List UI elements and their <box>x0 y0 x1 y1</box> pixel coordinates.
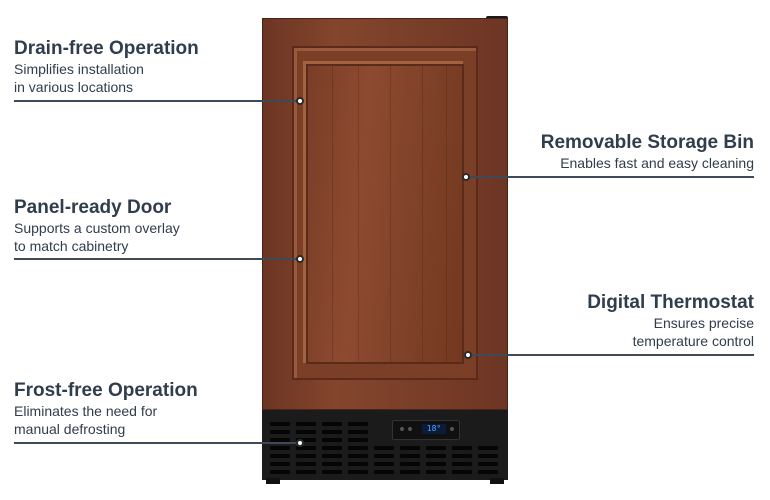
vent-slot <box>452 446 472 450</box>
thermostat-display: 18° <box>422 424 446 434</box>
feature-title: Frost-free Operation <box>14 380 198 401</box>
vent-slot <box>348 422 368 426</box>
vent-slot <box>426 454 446 458</box>
vent-slot <box>452 462 472 466</box>
vent-slot <box>270 438 290 442</box>
callout-line <box>466 354 754 356</box>
callout-dot <box>296 439 304 447</box>
vent-slot <box>348 430 368 434</box>
vent-slot <box>400 454 420 458</box>
wood-grain <box>446 66 447 362</box>
vent-slot <box>348 438 368 442</box>
vent-slot <box>478 462 498 466</box>
vent-slot <box>296 470 316 474</box>
vent-slot <box>270 470 290 474</box>
callout-dot <box>462 173 470 181</box>
callout-dot <box>296 255 304 263</box>
wood-grain <box>422 66 423 362</box>
feature-description: Enables fast and easy cleaning <box>541 154 754 172</box>
feature-description-line: Simplifies installation <box>14 61 144 77</box>
control-button <box>450 427 454 431</box>
vent-slot <box>348 462 368 466</box>
feature-description: Ensures precise temperature control <box>587 314 754 350</box>
vent-slot <box>374 462 394 466</box>
vent-slot <box>322 430 342 434</box>
vent-slot <box>322 446 342 450</box>
callout-dot <box>296 97 304 105</box>
feature-description: Eliminates the need for manual defrostin… <box>14 402 198 438</box>
feature-description-line: Ensures precise <box>653 315 754 331</box>
vent-slot <box>374 446 394 450</box>
control-button <box>400 427 404 431</box>
vent-slot <box>426 470 446 474</box>
vent-slot <box>322 454 342 458</box>
vent-slot <box>452 454 472 458</box>
feature-title: Digital Thermostat <box>587 292 754 313</box>
feature-drain-free: Drain-free Operation Simplifies installa… <box>14 38 199 96</box>
vent-slot <box>452 470 472 474</box>
vent-slot <box>270 422 290 426</box>
feature-digital-thermostat: Digital Thermostat Ensures precise tempe… <box>587 292 754 350</box>
vent-slot <box>322 438 342 442</box>
vent-slot <box>270 446 290 450</box>
callout-line <box>14 100 300 102</box>
callout-line <box>14 258 300 260</box>
feature-description-line: temperature control <box>632 333 754 349</box>
callout-line <box>14 442 300 444</box>
feature-title: Removable Storage Bin <box>540 132 754 153</box>
callout-dot <box>464 351 472 359</box>
feature-panel-ready-door: Panel-ready Door Supports a custom overl… <box>14 197 180 255</box>
vent-slot <box>400 446 420 450</box>
vent-slot <box>270 462 290 466</box>
vent-slot <box>348 454 368 458</box>
feature-frost-free: Frost-free Operation Eliminates the need… <box>14 380 198 438</box>
vent-slot <box>270 430 290 434</box>
vent-slot <box>426 446 446 450</box>
feature-description-line: Eliminates the need for <box>14 403 158 419</box>
vent-slot <box>322 470 342 474</box>
feature-description: Supports a custom overlay to match cabin… <box>14 219 180 255</box>
vent-slot <box>296 462 316 466</box>
vent-slot <box>400 462 420 466</box>
vent-slot <box>348 470 368 474</box>
feature-description-line: to match cabinetry <box>14 238 129 254</box>
vent-slot <box>296 454 316 458</box>
vent-slot <box>296 422 316 426</box>
vent-slot <box>322 462 342 466</box>
door-center-panel <box>306 64 464 364</box>
feature-description-line: Enables fast and easy cleaning <box>560 155 754 171</box>
control-button <box>408 427 412 431</box>
feature-title: Drain-free Operation <box>14 38 199 59</box>
wood-grain <box>390 66 391 362</box>
feature-description: Simplifies installation in various locat… <box>14 60 199 96</box>
vent-slot <box>296 438 316 442</box>
vent-slot <box>374 454 394 458</box>
leveling-foot <box>266 478 280 484</box>
feature-description-line: in various locations <box>14 79 134 95</box>
feature-description-line: Supports a custom overlay <box>14 220 180 236</box>
vent-slot <box>478 446 498 450</box>
vent-slot <box>322 422 342 426</box>
vent-slot <box>426 462 446 466</box>
wood-grain <box>358 66 359 362</box>
leveling-foot <box>490 478 504 484</box>
vent-slot <box>478 470 498 474</box>
vent-slot <box>374 470 394 474</box>
vent-slot <box>348 446 368 450</box>
vent-slot <box>296 430 316 434</box>
wood-grain <box>332 66 333 362</box>
feature-removable-bin: Removable Storage Bin Enables fast and e… <box>541 132 754 172</box>
under-counter-ice-maker: 18° <box>262 16 508 486</box>
callout-line <box>466 176 754 178</box>
feature-description-line: manual defrosting <box>14 421 126 437</box>
vent-slot <box>400 470 420 474</box>
vent-slot <box>478 454 498 458</box>
feature-title: Panel-ready Door <box>14 197 172 218</box>
vent-slot <box>296 446 316 450</box>
vent-slot <box>270 454 290 458</box>
